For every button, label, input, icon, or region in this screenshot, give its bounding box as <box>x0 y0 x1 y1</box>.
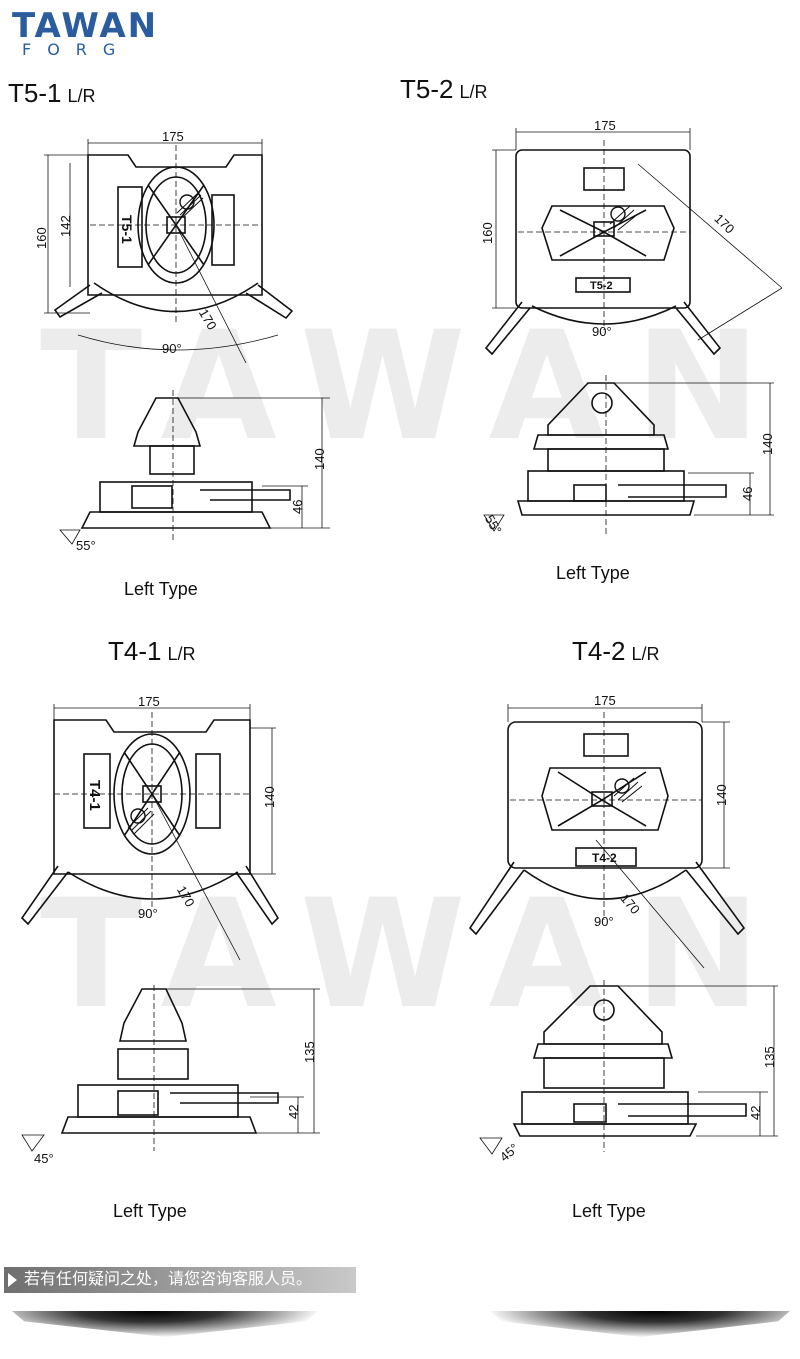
caption-t5-2: Left Type <box>556 563 630 583</box>
model-label-plate: T4-1 <box>86 780 103 811</box>
dim-side-low: 42 <box>286 1105 301 1119</box>
dim-side-height: 140 <box>760 433 775 455</box>
caption-t4-1: Left Type <box>113 1201 187 1221</box>
t5-1-top-view: 175 160 142 170 90° T5-1 <box>34 129 294 364</box>
dim-side-height: 135 <box>762 1046 777 1068</box>
t5-2-top-view: 175 160 170 90° T5-2 <box>480 118 783 356</box>
dim-side-height: 135 <box>302 1041 317 1063</box>
t5-1-side-view: 140 46 55° <box>59 390 330 553</box>
model-label-plate: T5-1 <box>119 215 135 244</box>
model-title-text: T4-1 <box>108 636 162 666</box>
footer-notice: 若有任何疑问之处，请您咨询客服人员。 <box>24 1271 313 1288</box>
dim-side-low: 42 <box>748 1106 763 1120</box>
dim-width: 175 <box>162 129 184 144</box>
dim-tilt: 55° <box>482 512 505 537</box>
brand-logo-top: TAWAN <box>12 6 159 46</box>
dim-side-low: 46 <box>290 500 305 514</box>
model-title-suffix: L/R <box>67 86 96 106</box>
model-label-plate: T4-2 <box>592 851 617 865</box>
dim-height-outer: 160 <box>480 222 495 244</box>
shadow-divider-right <box>490 1311 790 1337</box>
dim-width: 175 <box>594 118 616 133</box>
model-label-plate: T5-2 <box>590 280 613 292</box>
caption-t5-1: Left Type <box>124 579 198 599</box>
t5-2-side-view: 140 46 55° <box>482 375 775 537</box>
model-title-suffix: L/R <box>631 644 660 664</box>
dim-diag: 170 <box>196 306 220 332</box>
t4-1-side-view: 135 42 45° <box>21 985 320 1166</box>
caption-t4-2: Left Type <box>572 1201 646 1221</box>
dim-angle: 90° <box>594 914 614 929</box>
dim-angle: 90° <box>138 906 158 921</box>
brand-logo-bottom: FORG <box>22 40 132 59</box>
dim-height-outer: 160 <box>34 227 49 249</box>
arrow-right-icon <box>8 1273 17 1287</box>
dim-height-outer: 140 <box>262 786 277 808</box>
dim-diag: 170 <box>711 211 737 237</box>
dim-side-height: 140 <box>312 448 327 470</box>
dim-height-inner: 142 <box>58 215 73 237</box>
footer-banner <box>4 1267 356 1293</box>
model-title-text: T4-2 <box>572 636 626 666</box>
model-title-suffix: L/R <box>459 82 488 102</box>
dim-tilt: 45° <box>497 1140 522 1164</box>
dim-width: 175 <box>138 694 160 709</box>
dim-tilt: 55° <box>76 538 96 553</box>
shadow-divider-left <box>12 1311 318 1337</box>
t4-2-side-view: 135 42 45° <box>479 980 778 1165</box>
dim-tilt: 45° <box>34 1151 54 1166</box>
model-title-text: T5-2 <box>400 74 454 104</box>
dim-angle: 90° <box>162 341 182 356</box>
dim-width: 175 <box>594 693 616 708</box>
t4-2-top-view: 175 140 170 90° T4-2 <box>468 693 746 969</box>
dim-side-low: 46 <box>740 487 755 501</box>
model-title-text: T5-1 <box>8 78 62 108</box>
dim-diag: 170 <box>617 891 642 917</box>
t4-1-top-view: 175 140 170 90° T4-1 <box>20 694 280 961</box>
model-title-suffix: L/R <box>167 644 196 664</box>
dim-angle: 90° <box>592 324 612 339</box>
dim-height-outer: 140 <box>714 784 729 806</box>
dim-diag: 170 <box>174 883 198 909</box>
